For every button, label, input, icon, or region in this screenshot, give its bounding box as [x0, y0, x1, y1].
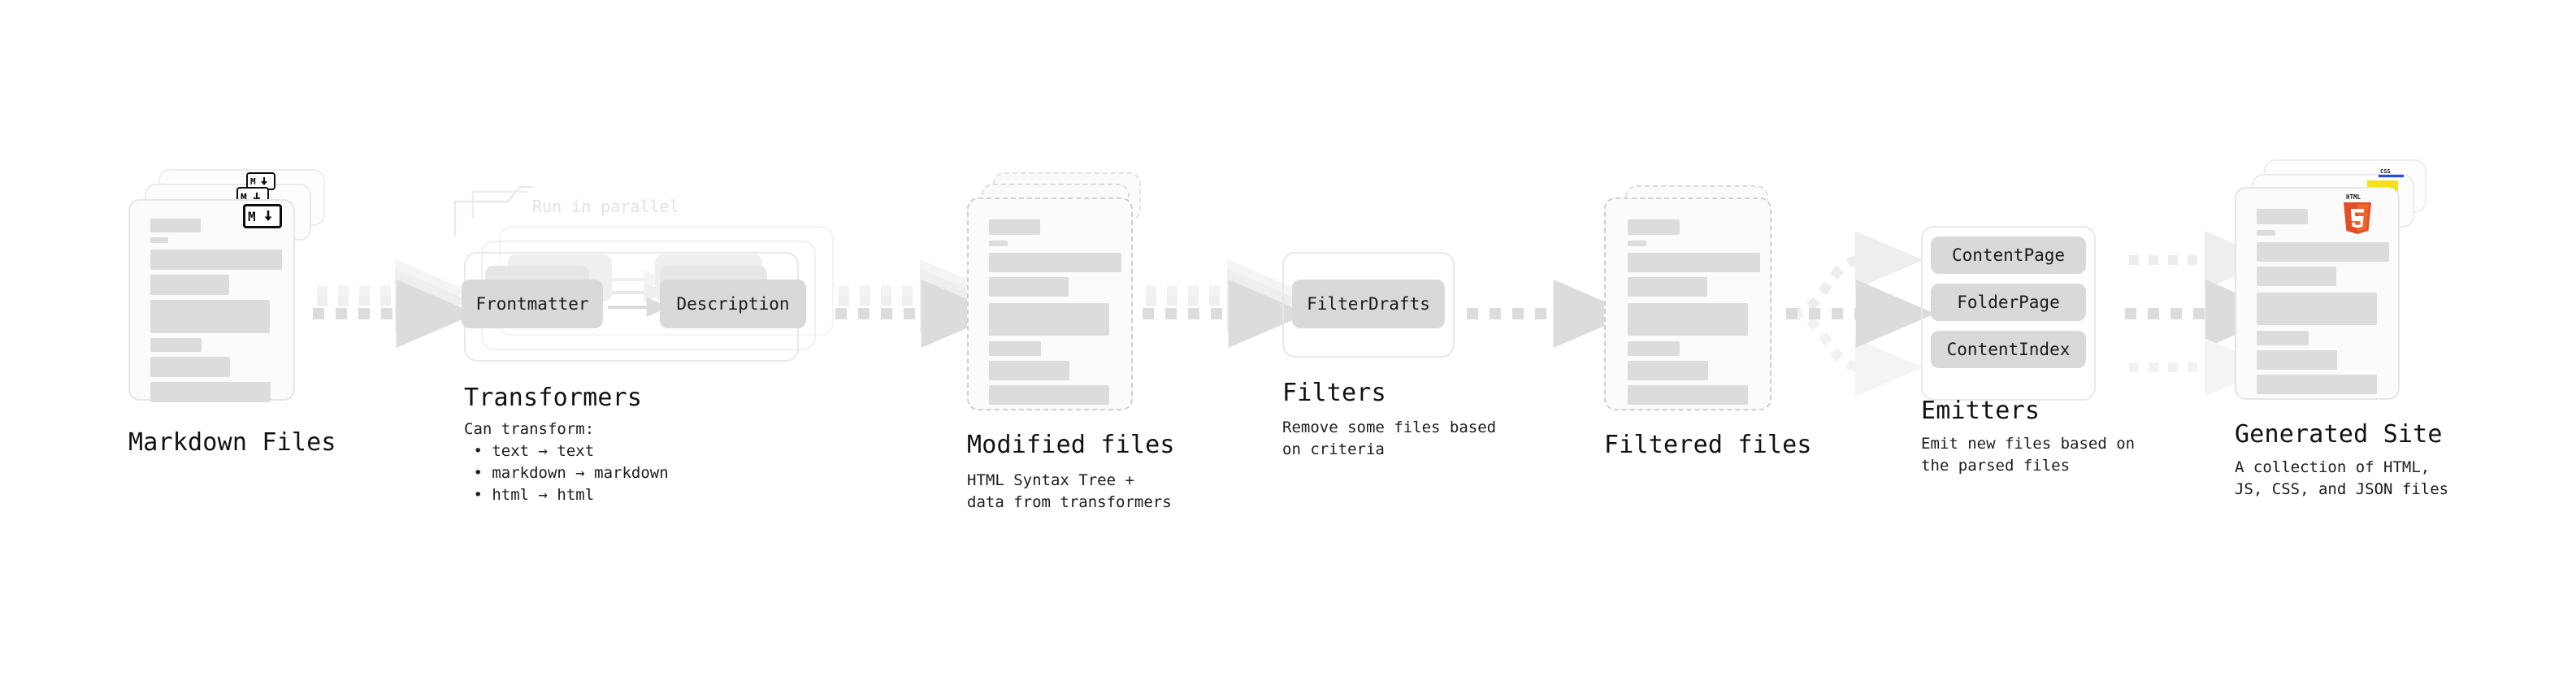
doc-bar: [989, 277, 1069, 297]
doc-bar: [989, 385, 1109, 405]
stage-title-filtered-files: Filtered files: [1604, 431, 1812, 459]
doc-bar: [1628, 241, 1646, 246]
emitters-group: [1921, 226, 2096, 401]
css-icon: CSS: [2377, 166, 2406, 180]
doc-bar: [1628, 303, 1748, 336]
site-card-front: [2235, 187, 2400, 400]
doc-bar: [150, 338, 202, 352]
filters-group: [1282, 252, 1455, 358]
doc-bar: [1628, 277, 1707, 297]
doc-bar: [2257, 242, 2389, 262]
doc-bar: [989, 253, 1121, 272]
connector-modified-to-filters: [1143, 259, 1308, 348]
filtered-card-front: [1604, 197, 1772, 410]
modified-card-front: [967, 197, 1133, 410]
stage-title-generated-site: Generated Site: [2235, 420, 2443, 449]
connector-markdown-to-transformers: [313, 259, 476, 348]
html5-icon: HTML: [2340, 192, 2374, 234]
doc-bar: [150, 275, 229, 295]
svg-text:CSS: CSS: [2380, 168, 2391, 175]
doc-bar: [150, 219, 201, 232]
doc-bar: [2257, 230, 2275, 236]
transformer-chip-description[interactable]: Description: [660, 280, 806, 328]
doc-bar: [1628, 253, 1760, 272]
doc-bar: [989, 341, 1041, 356]
run-in-parallel-note: Run in parallel: [532, 197, 679, 216]
emitters-chip-contentpage[interactable]: ContentPage: [1931, 236, 2086, 274]
doc-bar: [1628, 361, 1708, 380]
doc-bar: [2257, 331, 2309, 345]
stage-title-transformers: Transformers: [464, 384, 643, 412]
doc-bar: [1628, 385, 1748, 405]
svg-text:M: M: [241, 193, 247, 203]
svg-text:M: M: [250, 176, 256, 186]
doc-bar: [2257, 209, 2308, 224]
stage-title-emitters: Emitters: [1921, 397, 2040, 425]
doc-bar: [150, 249, 282, 270]
stage-desc-modified-files: HTML Syntax Tree + data from transformer…: [967, 471, 1172, 511]
doc-bar: [1628, 219, 1680, 235]
doc-bar: [2257, 267, 2336, 286]
stage-desc-transformers: Can transform: • text → text • markdown …: [464, 420, 669, 504]
doc-bar: [2257, 375, 2377, 394]
stage-title-filters: Filters: [1282, 379, 1386, 407]
stage-desc-emitters: Emit new files based on the parsed files: [1921, 435, 2136, 475]
stage-desc-generated-site: A collection of HTML, JS, CSS, and JSON …: [2235, 458, 2449, 498]
doc-bar: [150, 382, 271, 402]
doc-bar: [989, 241, 1008, 246]
svg-text:M: M: [248, 210, 256, 223]
doc-bar: [2257, 350, 2337, 370]
doc-bar: [989, 361, 1069, 380]
filters-chip-filterdrafts[interactable]: FilterDrafts: [1292, 280, 1445, 328]
markdown-icon: M: [243, 204, 282, 228]
stage-title-markdown-files: Markdown Files: [128, 428, 336, 457]
markdown-card-front: [128, 199, 295, 402]
doc-bar: [989, 303, 1109, 336]
svg-text:HTML: HTML: [2346, 193, 2361, 201]
doc-bar: [150, 300, 270, 333]
doc-bar: [989, 219, 1040, 235]
doc-bar: [1628, 341, 1680, 356]
emitters-chip-contentindex[interactable]: ContentIndex: [1931, 331, 2086, 368]
emitters-chip-folderpage[interactable]: FolderPage: [1931, 284, 2086, 321]
connector-transformers-to-modified: [835, 259, 1001, 348]
connector-filtered-to-emitters: [1786, 231, 1936, 397]
stage-title-modified-files: Modified files: [967, 431, 1175, 459]
doc-bar: [150, 357, 230, 377]
connector-emitters-to-site: [2125, 231, 2285, 397]
stage-desc-filters: Remove some files based on criteria: [1282, 419, 1497, 458]
doc-bar: [150, 237, 168, 243]
doc-bar: [2257, 293, 2377, 325]
transformer-chip-frontmatter[interactable]: Frontmatter: [462, 280, 603, 328]
